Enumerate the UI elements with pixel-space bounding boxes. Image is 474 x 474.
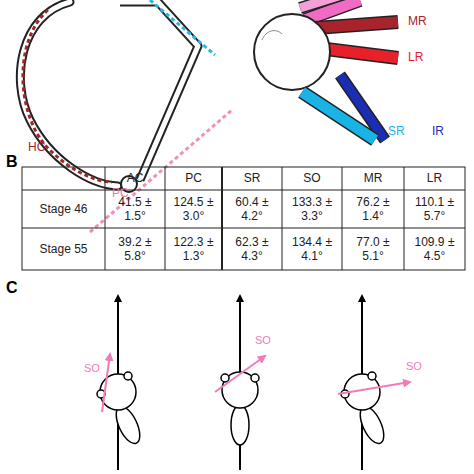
muscle-label: SR — [388, 124, 405, 138]
canal-outline — [20, 0, 232, 232]
arrow-label: SO — [84, 362, 100, 375]
table-cell: 109.9 ± 4.5° — [404, 228, 465, 270]
table-cell: 110.1 ± 5.7° — [404, 190, 465, 228]
table-grid — [22, 167, 465, 270]
panel-letter: C — [6, 278, 18, 297]
muscle-label: LR — [408, 50, 423, 64]
table-cell: 133.3 ± 3.3° — [282, 190, 342, 228]
table-header: AC — [105, 167, 165, 190]
muscle-label: IR — [432, 124, 444, 138]
table-cell: 39.2 ± 5.8° — [105, 228, 165, 270]
panel-letter: B — [6, 152, 18, 171]
table-cell: 122.3 ± 1.3° — [165, 228, 222, 270]
table-cell: 41.5 ± 1.5° — [105, 190, 165, 228]
row-header: Stage 55 — [22, 228, 105, 270]
table-cell: 62.3 ± 4.3° — [222, 228, 282, 270]
muscle-label: MR — [408, 14, 427, 28]
canal-label: HC — [28, 140, 45, 154]
table-header: LR — [404, 167, 465, 190]
table-cell: 76.2 ± 1.4° — [342, 190, 404, 228]
arrow-label: SO — [255, 334, 271, 347]
eye-muscles — [254, 0, 398, 140]
arrow-label: SO — [406, 360, 422, 373]
table-cell: 124.5 ± 3.0° — [165, 190, 222, 228]
table-cell: 77.0 ± 5.1° — [342, 228, 404, 270]
table-cell: 60.4 ± 4.2° — [222, 190, 282, 228]
row-header: Stage 46 — [22, 190, 105, 228]
table-header: SR — [222, 167, 282, 190]
table-header: MR — [342, 167, 404, 190]
orientation-schematics — [97, 296, 410, 470]
table-header: PC — [165, 167, 222, 190]
table-cell: 134.4 ± 4.1° — [282, 228, 342, 270]
table-header: SO — [282, 167, 342, 190]
